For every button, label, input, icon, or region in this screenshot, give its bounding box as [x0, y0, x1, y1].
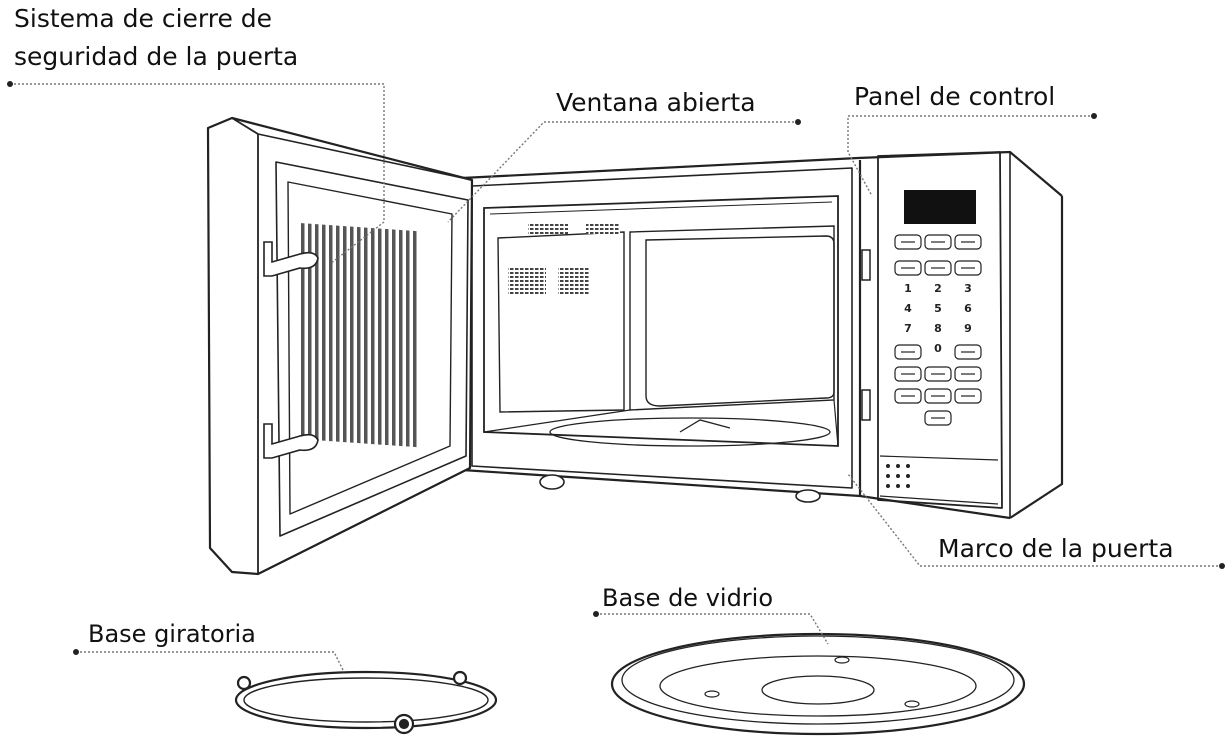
cavity-vent-top-left	[528, 224, 568, 234]
turntable-ring	[234, 670, 498, 735]
leader-dots	[7, 81, 1225, 655]
glass-tray	[610, 632, 1026, 736]
foot-left	[539, 474, 565, 490]
label-door-lock-line2: seguridad de la puerta	[14, 42, 299, 71]
keypad-digit[interactable]: 4	[904, 302, 912, 315]
label-glass-tray: Base de vidrio	[602, 584, 774, 612]
latch-slot-top	[861, 249, 871, 281]
cavity-vent-side-left	[508, 268, 546, 296]
control-panel: 1 2 3 4 5 6 7 8 9 0	[879, 190, 999, 505]
label-window: Ventana abierta	[556, 88, 756, 117]
label-door-lock-system: Sistema de cierre de seguridad de la pue…	[14, 4, 298, 80]
keypad: 1 2 3 4 5 6 7 8 9 0	[894, 234, 982, 426]
keypad-digit[interactable]: 6	[964, 302, 972, 315]
latch-slot-bottom	[861, 389, 871, 421]
keypad-digit[interactable]: 0	[934, 342, 942, 355]
label-control-panel: Panel de control	[854, 82, 1056, 111]
keypad-digit[interactable]: 9	[964, 322, 972, 335]
keypad-digit[interactable]: 5	[934, 302, 942, 315]
oven-cavity	[483, 195, 839, 447]
foot-right	[795, 489, 821, 503]
keypad-digit[interactable]: 3	[964, 282, 972, 295]
display-screen	[904, 190, 976, 224]
keypad-digit[interactable]: 7	[904, 322, 912, 335]
label-door-lock-line1: Sistema de cierre de	[14, 4, 273, 33]
door-lock-hooks	[263, 241, 319, 459]
leader-lines	[10, 83, 1222, 673]
keypad-digit[interactable]: 2	[934, 282, 942, 295]
door-window-mesh	[298, 222, 420, 448]
label-door-frame: Marco de la puerta	[938, 534, 1174, 563]
keypad-digit[interactable]: 1	[904, 282, 912, 295]
cavity-vent-top-right	[586, 224, 620, 234]
label-turntable-ring: Base giratoria	[88, 620, 256, 648]
cavity-vent-side-right	[558, 268, 590, 294]
speaker-holes	[886, 464, 910, 488]
keypad-digit[interactable]: 8	[934, 322, 942, 335]
